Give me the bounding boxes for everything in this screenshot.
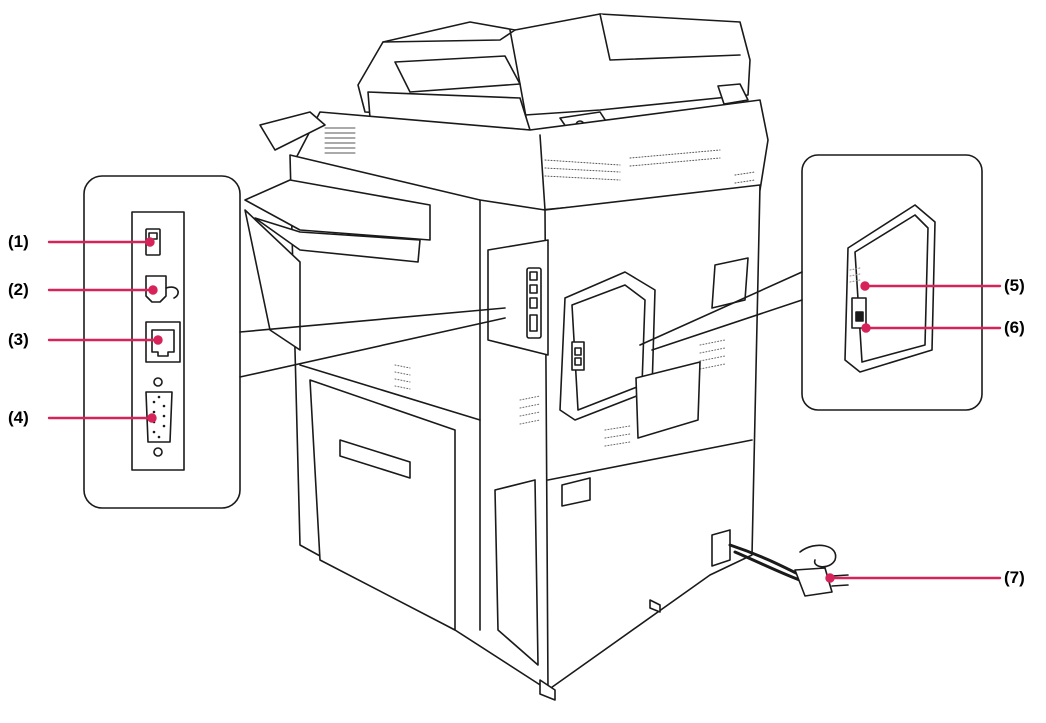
- callout-6-label: (6): [1004, 318, 1025, 338]
- callout-3-label: (3): [8, 330, 29, 350]
- callout-5-label: (5): [1004, 276, 1025, 296]
- rear-port-panel: [488, 240, 548, 355]
- callout-1-label: (1): [8, 232, 29, 252]
- callout-7-label: (7): [1004, 568, 1025, 588]
- callout-4-label: (4): [8, 408, 29, 428]
- callout-2-label: (2): [8, 280, 29, 300]
